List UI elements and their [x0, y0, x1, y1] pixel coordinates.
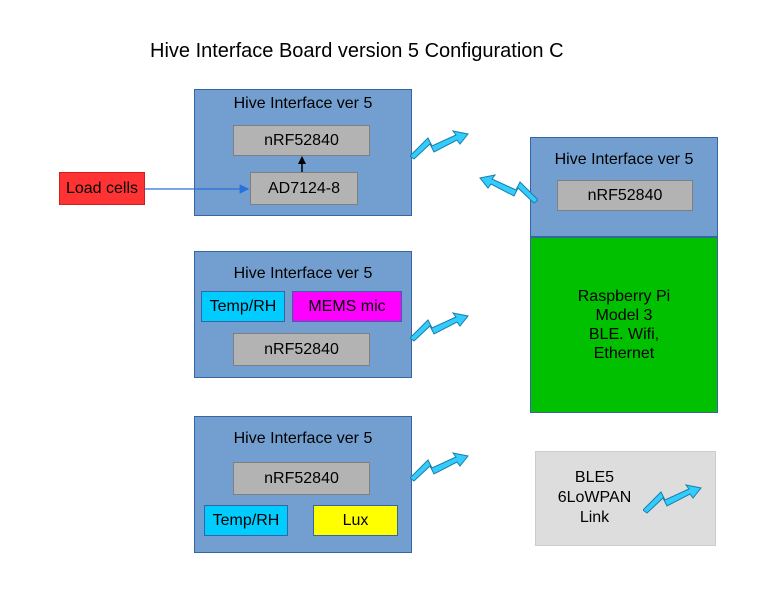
gateway-board-title: Hive Interface ver 5 — [554, 151, 694, 168]
legend-wireless-link-icon — [643, 484, 702, 514]
board-2-nrf52840-chip: nRF52840 — [233, 333, 370, 366]
adc-to-radio-arrowhead — [298, 156, 306, 164]
pi-line-1: Raspberry Pi — [577, 288, 671, 305]
board-1-title: Hive Interface ver 5 — [233, 95, 373, 112]
board-3-lux-sensor: Lux — [313, 505, 398, 536]
wireless-link-icon — [410, 130, 469, 160]
board-2-temp-rh-sensor: Temp/RH — [201, 291, 285, 322]
legend-line-3: Link — [579, 509, 610, 526]
legend-box — [535, 451, 716, 546]
board-3-temp-rh-sensor: Temp/RH — [204, 505, 288, 536]
pi-line-2: Model 3 — [595, 307, 653, 324]
wireless-link-icon — [410, 312, 469, 342]
board-3-title: Hive Interface ver 5 — [233, 430, 373, 447]
raspberry-pi-label: Raspberry Pi Model 3 BLE. Wifi, Ethernet — [530, 287, 718, 363]
legend-line-2: 6LoWPAN — [557, 489, 632, 506]
legend-label: BLE5 6LoWPAN Link — [547, 468, 642, 528]
wireless-link-icon — [410, 452, 469, 482]
legend-line-1: BLE5 — [574, 469, 615, 486]
board-2-title: Hive Interface ver 5 — [233, 265, 373, 282]
board-3-nrf52840-chip: nRF52840 — [233, 462, 370, 495]
raspberry-pi-box — [530, 237, 718, 413]
pi-line-4: Ethernet — [593, 345, 655, 362]
board-2-mems-mic-sensor: MEMS mic — [292, 291, 402, 322]
board-1-ad7124-chip: AD7124-8 — [250, 172, 358, 205]
load-cells-box: Load cells — [59, 172, 145, 205]
wireless-link-icon — [479, 174, 538, 204]
gateway-nrf52840-chip: nRF52840 — [557, 180, 693, 211]
page-title: Hive Interface Board version 5 Configura… — [150, 40, 564, 62]
board-1-nrf52840-chip: nRF52840 — [233, 125, 370, 156]
pi-line-3: BLE. Wifi, — [588, 326, 660, 343]
